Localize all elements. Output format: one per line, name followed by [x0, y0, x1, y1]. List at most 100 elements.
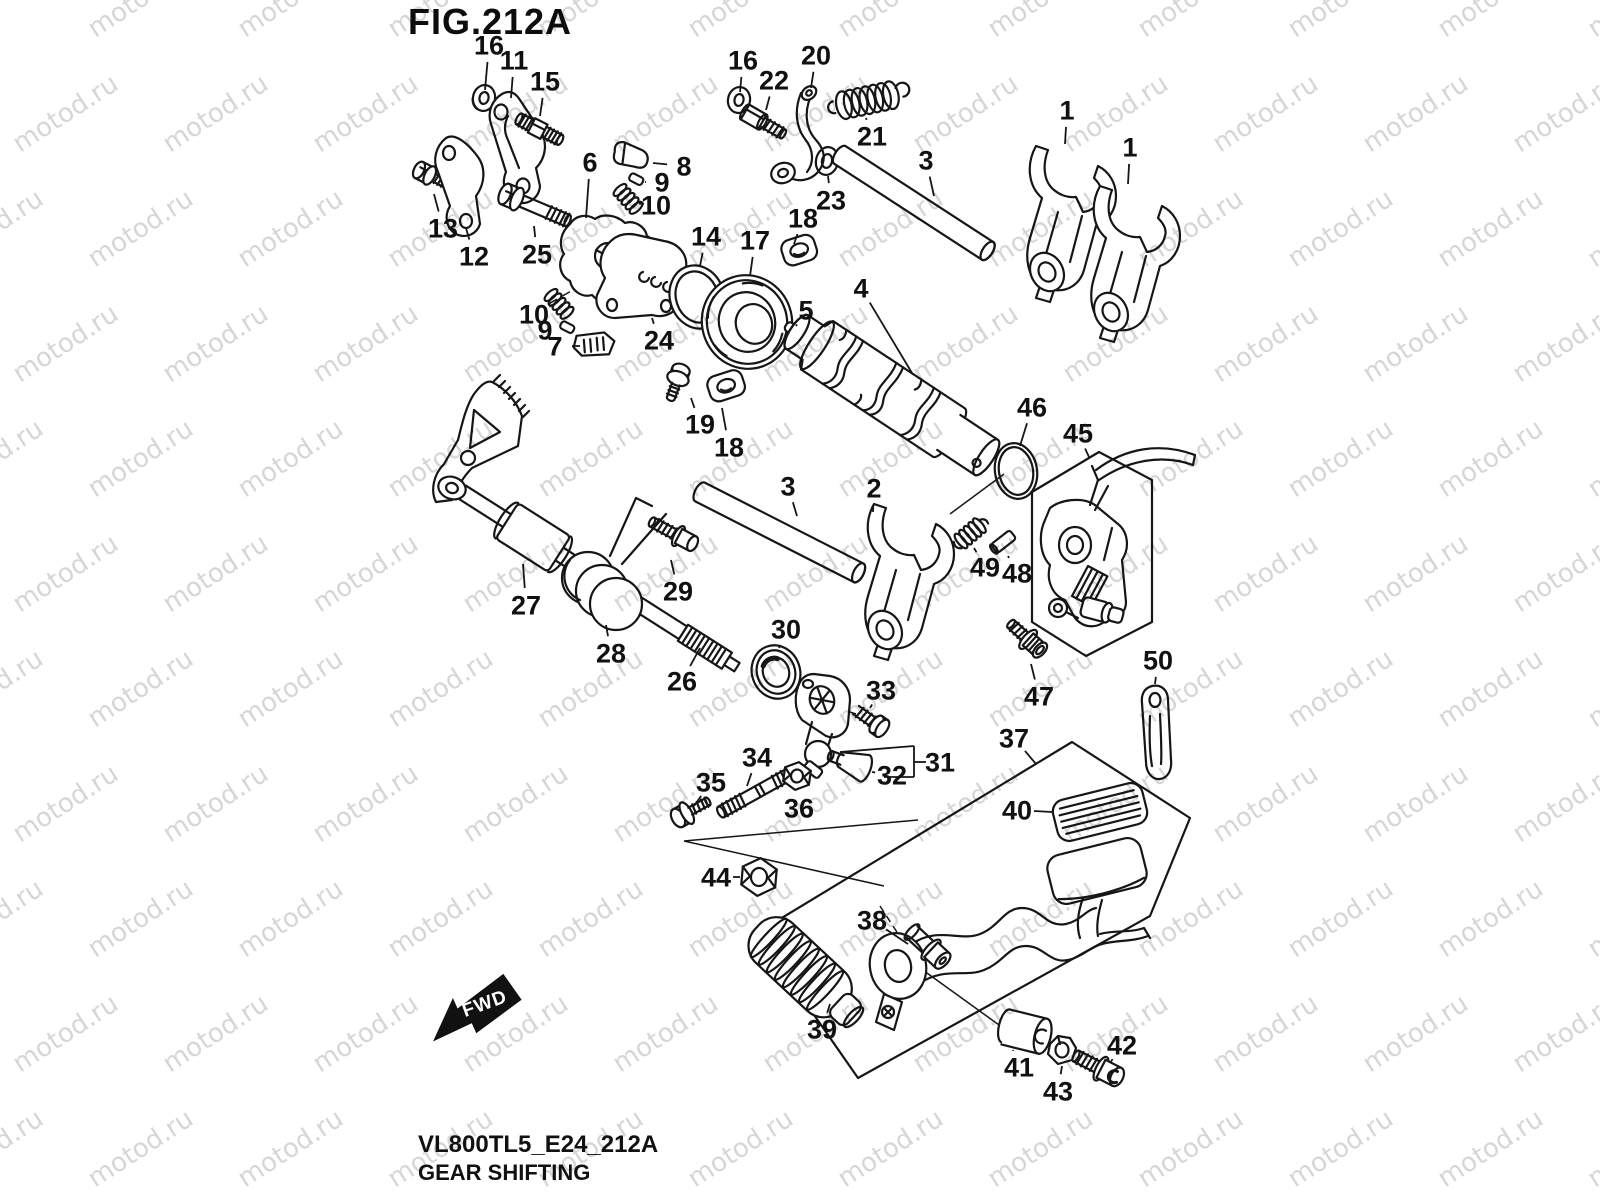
watermark-text: motod.ru — [0, 1104, 49, 1194]
watermark-text: motod.ru — [1132, 1104, 1248, 1194]
watermark-text: motod.ru — [1132, 0, 1248, 44]
leader-line — [749, 256, 754, 277]
pin-9b — [559, 320, 576, 334]
callout-3: 3 — [780, 472, 795, 502]
watermark-text: motod.ru — [532, 0, 648, 44]
callout-42: 42 — [1107, 1031, 1137, 1061]
watermark-text: motod.ru — [307, 299, 423, 389]
bearing-17 — [700, 274, 794, 370]
bolt-33 — [852, 704, 891, 739]
watermark-text: motod.ru — [1132, 414, 1248, 504]
stopper-plate-50 — [1140, 684, 1173, 781]
watermark-text: motod.ru — [1207, 529, 1323, 619]
fork-shaft-3b — [692, 481, 867, 584]
callout-20: 20 — [801, 41, 831, 71]
callout-29: 29 — [663, 577, 693, 607]
shift-cam-drum-4 — [783, 313, 1001, 477]
leader-line — [869, 704, 873, 709]
bolt-19 — [665, 362, 691, 402]
watermark-text: motod.ru — [82, 414, 198, 504]
callout-47: 47 — [1024, 682, 1054, 712]
watermark-text: motod.ru — [7, 529, 123, 619]
callout-7: 7 — [547, 332, 562, 362]
watermark-text: motod.ru — [0, 874, 49, 964]
fwd-arrow-shape — [433, 973, 522, 1042]
callout-39: 39 — [807, 1015, 837, 1045]
watermark-text: motod.ru — [7, 989, 123, 1079]
callout-30: 30 — [771, 615, 801, 645]
watermark-text: motod.ru — [1432, 414, 1548, 504]
watermark-text: motod.ru — [1357, 759, 1473, 849]
figure-title: FIG.212A — [408, 1, 572, 42]
watermark-text: motod.ru — [1582, 0, 1600, 44]
leader-line — [585, 178, 590, 219]
leader-line — [721, 407, 727, 431]
callout-11: 11 — [500, 46, 529, 76]
leader-line — [1064, 126, 1067, 145]
watermark-text: motod.ru — [82, 874, 198, 964]
callout-9: 9 — [537, 316, 552, 346]
leader-line — [973, 547, 978, 553]
watermark-text: motod.ru — [1582, 874, 1600, 964]
watermark-text: motod.ru — [1432, 184, 1548, 274]
adjuster-bolt-22 — [738, 103, 788, 140]
callout-24: 24 — [644, 326, 674, 356]
spring-49 — [952, 517, 990, 550]
watermark-text: motod.ru — [1132, 874, 1248, 964]
stud-15 — [514, 112, 565, 147]
watermark-text: motod.ru — [7, 69, 123, 159]
watermark-text: motod.ru — [907, 299, 1023, 389]
leader-line — [1109, 1058, 1114, 1064]
callout-48: 48 — [1002, 559, 1032, 589]
watermark-text: motod.ru — [1132, 184, 1248, 274]
watermark-text: motod.ru — [232, 0, 348, 44]
switch-cable — [1094, 447, 1197, 482]
watermark-text: motod.ru — [382, 874, 498, 964]
spacer-41 — [996, 1008, 1053, 1055]
nut-44 — [740, 856, 778, 898]
watermark-text: motod.ru — [1582, 184, 1600, 274]
watermark-text: motod.ru — [1207, 989, 1323, 1079]
watermark-text: motod.ru — [1582, 414, 1600, 504]
callout-6: 6 — [582, 148, 597, 178]
callout-12: 12 — [459, 242, 489, 272]
watermark-text: motod.ru — [0, 0, 49, 44]
watermark-text: motod.ru — [1357, 299, 1473, 389]
spring-10b — [543, 287, 575, 320]
watermark-text: motod.ru — [232, 414, 348, 504]
watermark-text: motod.ru — [1057, 69, 1173, 159]
bolt-25 — [497, 182, 572, 228]
watermark-text: motod.ru — [307, 759, 423, 849]
callout-49: 49 — [970, 553, 1000, 583]
watermark-text: motod.ru — [1507, 759, 1600, 849]
leader-line — [548, 304, 554, 308]
watermark-text: motod.ru — [82, 184, 198, 274]
watermark-text: motod.ru — [307, 989, 423, 1079]
leader-line — [689, 647, 701, 667]
watermark-text: motod.ru — [832, 1104, 948, 1194]
callout-41: 41 — [1004, 1053, 1034, 1083]
callout-10: 10 — [519, 300, 549, 330]
watermark-text: motod.ru — [1207, 69, 1323, 159]
watermark-text: motod.ru — [1582, 644, 1600, 734]
watermark-text: motod.ru — [157, 69, 273, 159]
leader-line — [827, 175, 830, 184]
callout-8: 8 — [676, 152, 691, 182]
footer-model-code: VL800TL5_E24_212A — [418, 1131, 658, 1158]
watermark-text: motod.ru — [307, 69, 423, 159]
callout-16: 16 — [728, 46, 758, 76]
pawl-cap-8 — [612, 141, 649, 169]
leader-line — [795, 323, 798, 327]
wedge-7 — [572, 331, 616, 357]
shift-arm-31 — [794, 672, 852, 779]
callout-43: 43 — [1043, 1077, 1073, 1107]
callout-37: 37 — [999, 724, 1029, 754]
watermark-text: motod.ru — [1282, 0, 1398, 44]
leader-line — [746, 772, 753, 787]
leader-line — [670, 559, 676, 575]
watermark-text: motod.ru — [307, 529, 423, 619]
leader-line — [533, 225, 537, 238]
